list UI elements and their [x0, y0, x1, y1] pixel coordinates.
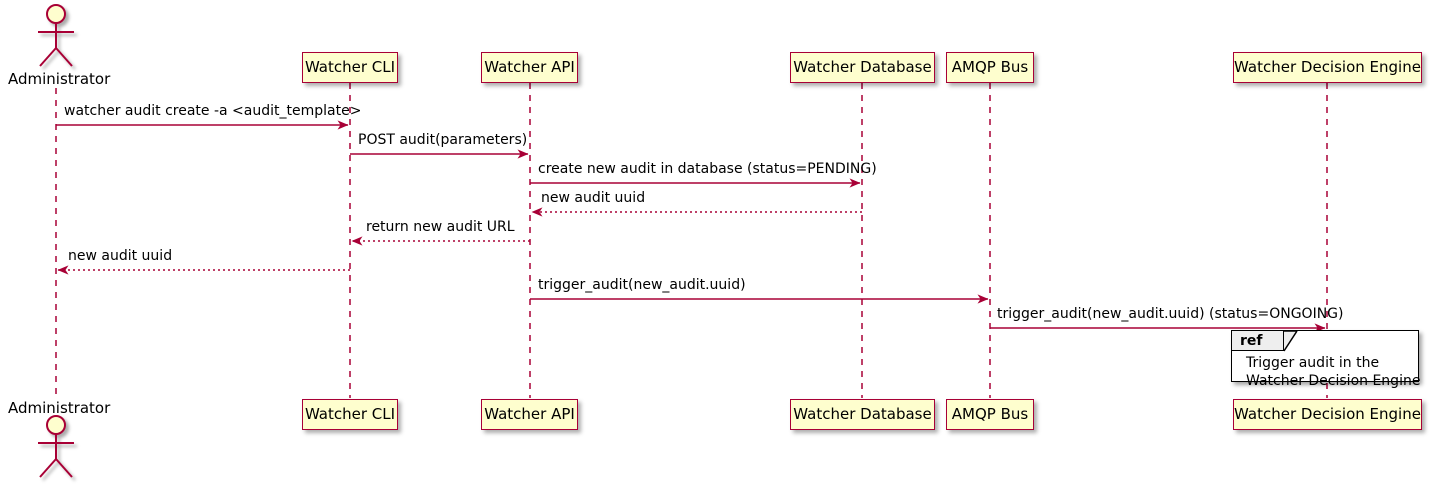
message-label-1: watcher audit create -a <audit_template>	[64, 103, 362, 119]
ref-fragment-trigger-audit[interactable]: ref Trigger audit in the Watcher Decisio…	[1231, 330, 1420, 389]
messages	[56, 120, 1326, 333]
participant-label: AMQP Bus	[951, 405, 1029, 423]
participant-label: AMQP Bus	[951, 58, 1029, 76]
participant-label: Watcher API	[484, 58, 575, 76]
participant-head-watcher-database[interactable]: Watcher Database	[790, 52, 935, 83]
participant-foot-amqp-bus[interactable]: AMQP Bus	[946, 399, 1034, 430]
message-label-8: trigger_audit(new_audit.uuid) (status=ON…	[997, 306, 1344, 322]
actor-label-administrator-top: Administrator	[8, 70, 111, 88]
ref-fragment-tab-label: ref	[1240, 332, 1263, 349]
message-label-3: create new audit in database (status=PEN…	[538, 161, 877, 177]
message-label-4: new audit uuid	[541, 190, 646, 206]
ref-fragment-tab: ref	[1232, 331, 1284, 351]
participant-foot-watcher-api[interactable]: Watcher API	[481, 399, 578, 430]
participant-head-amqp-bus[interactable]: AMQP Bus	[946, 52, 1034, 83]
message-label-5: return new audit URL	[366, 219, 515, 235]
ref-fragment-line-2: Watcher Decision Engine	[1246, 372, 1421, 389]
participant-label: Watcher Decision Engine	[1234, 405, 1421, 423]
actor-label-administrator-bottom: Administrator	[8, 399, 111, 417]
participant-label: Watcher Database	[793, 58, 932, 76]
participant-label: Watcher CLI	[304, 405, 396, 423]
participant-foot-watcher-cli[interactable]: Watcher CLI	[302, 399, 398, 430]
message-label-7: trigger_audit(new_audit.uuid)	[538, 277, 746, 293]
participant-head-watcher-api[interactable]: Watcher API	[481, 52, 578, 83]
participant-head-watcher-cli[interactable]: Watcher CLI	[302, 52, 398, 83]
participant-label: Watcher Decision Engine	[1234, 58, 1421, 76]
participant-foot-watcher-database[interactable]: Watcher Database	[790, 399, 935, 430]
participant-label: Watcher Database	[793, 405, 932, 423]
participant-label: Watcher API	[484, 405, 575, 423]
actor-figure-administrator-bottom	[38, 415, 74, 478]
message-label-6: new audit uuid	[68, 248, 173, 264]
actor-figure-administrator-top	[38, 4, 74, 67]
participant-foot-watcher-decision-engine[interactable]: Watcher Decision Engine	[1233, 399, 1422, 430]
lifelines	[55, 83, 1328, 398]
ref-fragment-line-1: Trigger audit in the	[1246, 355, 1380, 371]
participant-head-watcher-decision-engine[interactable]: Watcher Decision Engine	[1233, 52, 1422, 83]
ref-fragment-tab-corner	[1284, 331, 1298, 352]
message-label-2: POST audit(parameters)	[358, 132, 528, 148]
participant-label: Watcher CLI	[304, 58, 396, 76]
ref-fragment-body: Trigger audit in the Watcher Decision En…	[1232, 353, 1421, 391]
